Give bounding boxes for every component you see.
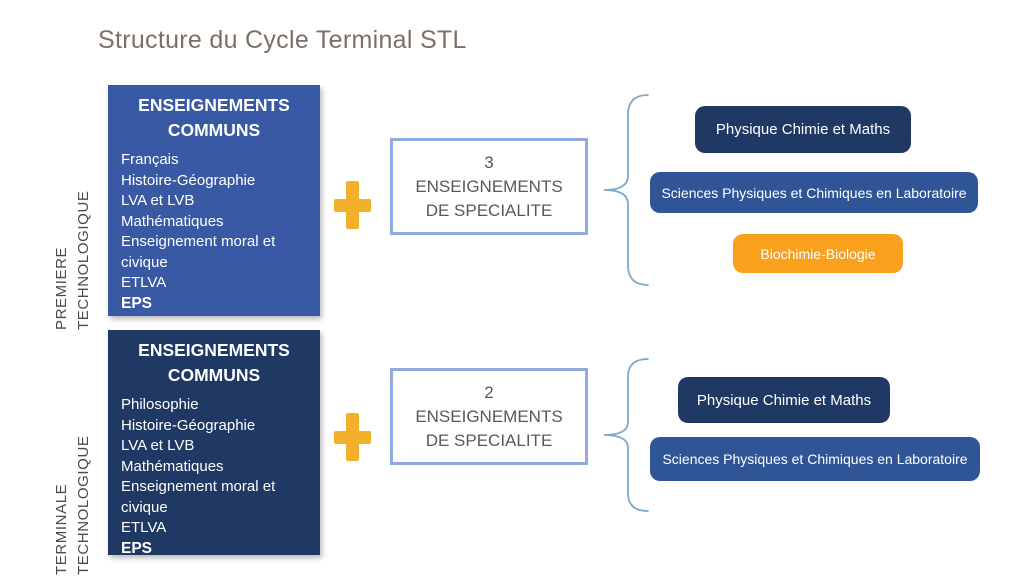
subject-item: EPS (121, 539, 153, 557)
plus-icon: + (334, 413, 371, 461)
side-label-premiere: PREMIERE TECHNOLOGIQUE (51, 80, 97, 330)
side-label-terminale: TERMINALE TECHNOLOGIQUE (51, 325, 97, 575)
side-label-premiere-line1: PREMIERE (53, 246, 70, 330)
commons-box-terminale: ENSEIGNEMENTS COMMUNS Philosophie Histoi… (108, 330, 320, 557)
specialty-pill-physique-premiere: Physique Chimie et Maths (695, 106, 911, 153)
subject-item: Mathématiques (121, 457, 224, 475)
subject-item: ETLVA (121, 519, 167, 536)
side-label-premiere-line2: TECHNOLOGIQUE (75, 190, 92, 330)
subject-item: Enseignement moral et civique (121, 478, 276, 516)
plus-icon-bar (346, 181, 359, 229)
subject-item: EPS (121, 294, 153, 312)
specialty-pill-physique-terminale: Physique Chimie et Maths (678, 377, 890, 423)
commons-header-terminale: ENSEIGNEMENTS COMMUNS (138, 340, 290, 385)
side-label-terminale-line2: TECHNOLOGIQUE (75, 435, 92, 575)
slide-title: Structure du Cycle Terminal STL (98, 26, 467, 54)
specialty-count-label: 2 ENSEIGNEMENTS DE SPECIALITE (415, 382, 563, 450)
commons-box-premiere: ENSEIGNEMENTS COMMUNS Français Histoire-… (108, 85, 320, 316)
plus-icon-bar (346, 413, 359, 461)
specialty-count-label: 3 ENSEIGNEMENTS DE SPECIALITE (415, 152, 563, 220)
specialty-pill-sciences-premiere: Sciences Physiques et Chimiques en Labor… (650, 172, 978, 213)
specialty-pill-sciences-terminale: Sciences Physiques et Chimiques en Labor… (650, 437, 980, 481)
specialty-pill-label: Sciences Physiques et Chimiques en Labor… (661, 184, 967, 201)
brace-icon (603, 358, 649, 512)
brace-icon (603, 94, 649, 286)
subject-item: LVA et LVB (121, 437, 195, 454)
plus-icon: + (334, 181, 371, 229)
subject-item: Français (121, 151, 179, 168)
specialty-count-box-premiere: 3 ENSEIGNEMENTS DE SPECIALITE (390, 138, 588, 235)
specialty-pill-label: Physique Chimie et Maths (715, 121, 891, 138)
specialty-pill-label: Sciences Physiques et Chimiques en Labor… (662, 451, 968, 467)
subject-item: Philosophie (121, 396, 199, 413)
specialty-pill-label: Physique Chimie et Maths (696, 391, 872, 409)
subject-item: Histoire-Géographie (121, 416, 256, 434)
specialty-pill-biochimie-premiere: Biochimie-Biologie (733, 234, 903, 273)
specialty-pill-label: Biochimie-Biologie (760, 245, 876, 262)
subject-item: Histoire-Géographie (121, 171, 256, 189)
commons-header-premiere: ENSEIGNEMENTS COMMUNS (138, 95, 290, 140)
subject-list-terminale: Philosophie Histoire-Géographie LVA et L… (108, 395, 320, 559)
subject-item: Enseignement moral et civique (121, 233, 276, 271)
subject-item: Mathématiques (121, 212, 224, 230)
subject-item: LVA et LVB (121, 192, 195, 209)
subject-list-premiere: Français Histoire-Géographie LVA et LVB … (108, 150, 320, 314)
subject-item: ETLVA (121, 274, 167, 291)
side-label-terminale-line1: TERMINALE (53, 483, 70, 575)
specialty-count-box-terminale: 2 ENSEIGNEMENTS DE SPECIALITE (390, 368, 588, 465)
